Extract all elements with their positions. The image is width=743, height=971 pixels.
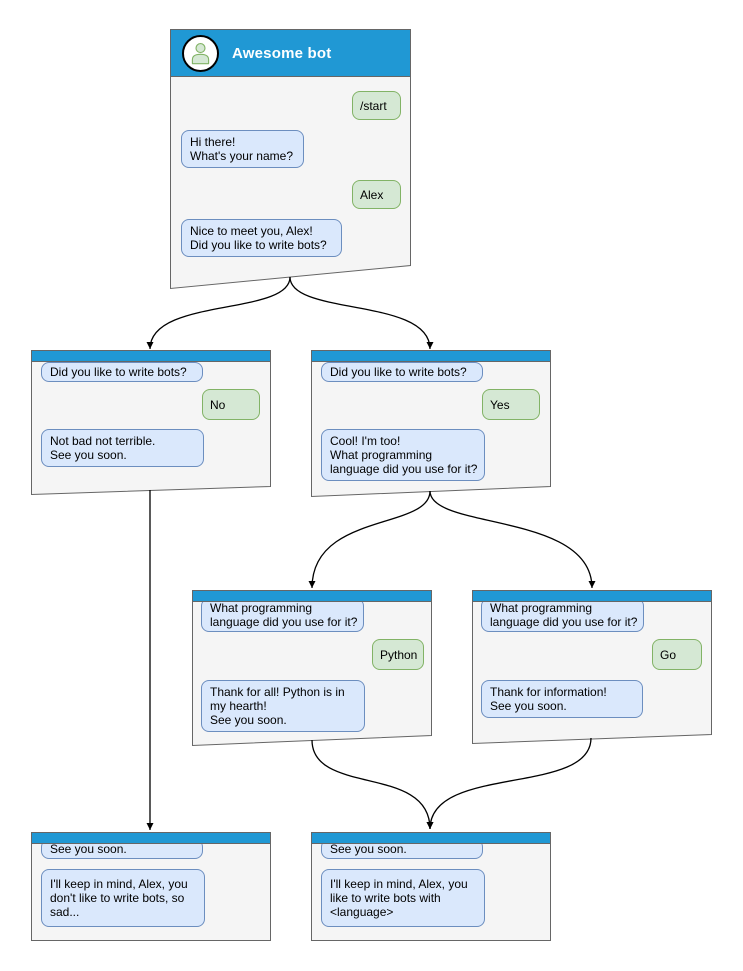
user-message-bubble: No (202, 389, 260, 420)
bot-message-bubble: I'll keep in mind, Alex, you like to wri… (321, 869, 485, 927)
user-message-bubble: Alex (352, 180, 401, 209)
window-header-end-no (31, 832, 271, 844)
bot-avatar (182, 34, 219, 72)
user-message-bubble: Python (372, 639, 424, 670)
user-message-bubble: /start (352, 91, 401, 120)
bot-title: Awesome bot (232, 44, 332, 62)
arrow-branch-yes-to-lang-python (308, 490, 431, 589)
window-header-branch-yes (311, 350, 551, 362)
bot-message-bubble: Not bad not terrible. See you soon. (41, 429, 204, 467)
bot-message-bubble: Hi there! What's your name? (181, 130, 304, 168)
bot-message-bubble: What programming language did you use fo… (201, 598, 364, 632)
bot-message-bubble: Cool! I'm too! What programming language… (321, 429, 485, 481)
bot-message-bubble: Nice to meet you, Alex! Did you like to … (181, 219, 342, 257)
bot-message-bubble: Thank for information! See you soon. (481, 680, 643, 718)
window-header-main: Awesome bot (170, 29, 411, 77)
person-icon (191, 42, 210, 64)
bot-message-bubble: Did you like to write bots? (41, 362, 203, 382)
arrow-main-to-branch-no (146, 276, 291, 350)
window-header-lang-go (472, 590, 712, 602)
user-message-bubble: Go (652, 639, 702, 670)
arrow-lang-go-to-end-yes (426, 737, 592, 830)
bot-message-bubble: Did you like to write bots? (321, 362, 483, 382)
arrow-lang-python-to-end-yes (311, 739, 434, 830)
window-header-lang-python (192, 590, 432, 602)
window-header-branch-no (31, 350, 271, 362)
arrow-main-to-branch-yes (289, 276, 434, 350)
bot-message-bubble: Thank for all! Python is in my hearth! S… (201, 680, 365, 732)
bot-message-bubble: See you soon. (41, 839, 203, 859)
window-header-end-yes (311, 832, 551, 844)
bot-message-bubble: What programming language did you use fo… (481, 598, 644, 632)
bot-message-bubble: I'll keep in mind, Alex, you don't like … (41, 869, 205, 927)
user-message-bubble: Yes (482, 389, 540, 420)
arrow-branch-yes-to-lang-go (429, 490, 596, 589)
